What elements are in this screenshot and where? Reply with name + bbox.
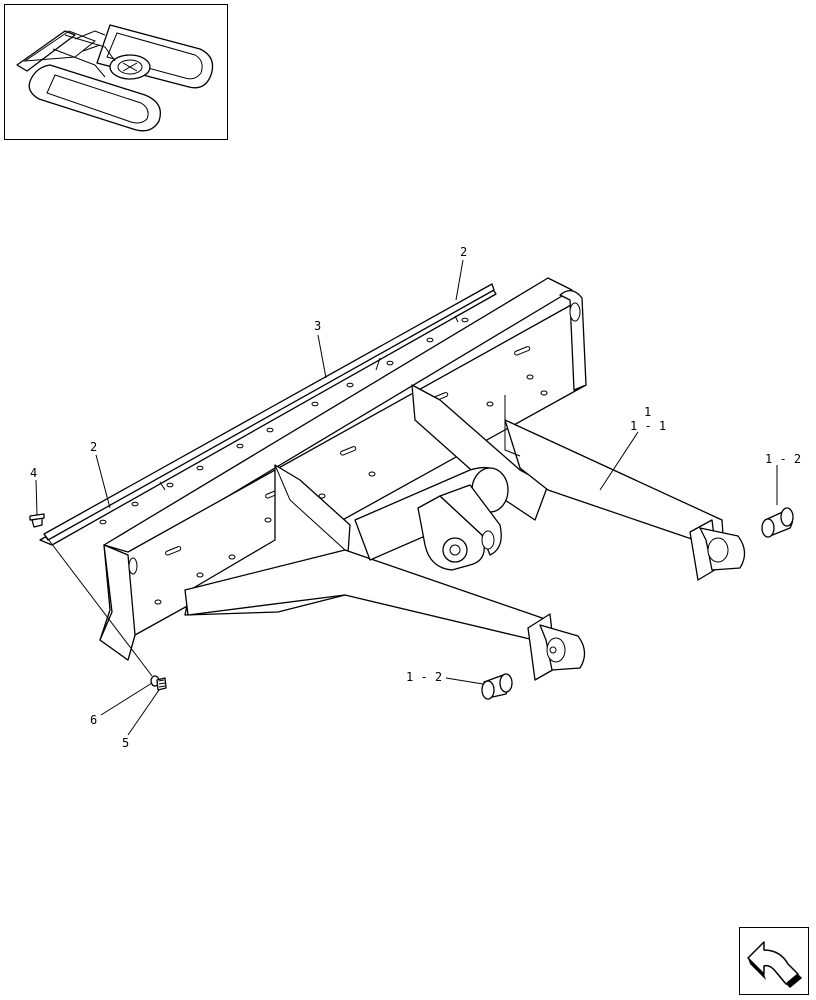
overview-thumbnail <box>4 4 228 140</box>
callout-4: 4 <box>30 466 37 480</box>
cutting-edge-strip <box>39 283 497 546</box>
bolt <box>29 513 45 528</box>
callout-1-2-left: 1 - 2 <box>406 670 442 684</box>
callout-1: 1 <box>644 405 651 419</box>
push-frame <box>184 384 746 681</box>
bushing-right <box>761 507 794 538</box>
callout-2-left: 2 <box>90 440 97 454</box>
return-arrow-icon <box>747 941 802 988</box>
callout-1-2-right: 1 - 2 <box>765 452 801 466</box>
excavator-undercarriage-thumbnail-icon <box>16 24 214 132</box>
bushing-left <box>481 673 513 700</box>
callout-2-top: 2 <box>460 245 467 259</box>
callout-6: 6 <box>90 713 97 727</box>
return-button[interactable] <box>739 927 809 995</box>
callout-5: 5 <box>122 736 129 750</box>
callout-1-1: 1 - 1 <box>630 419 666 433</box>
blade-body <box>99 277 587 661</box>
washer-and-nut <box>150 675 167 691</box>
callout-3: 3 <box>314 319 321 333</box>
